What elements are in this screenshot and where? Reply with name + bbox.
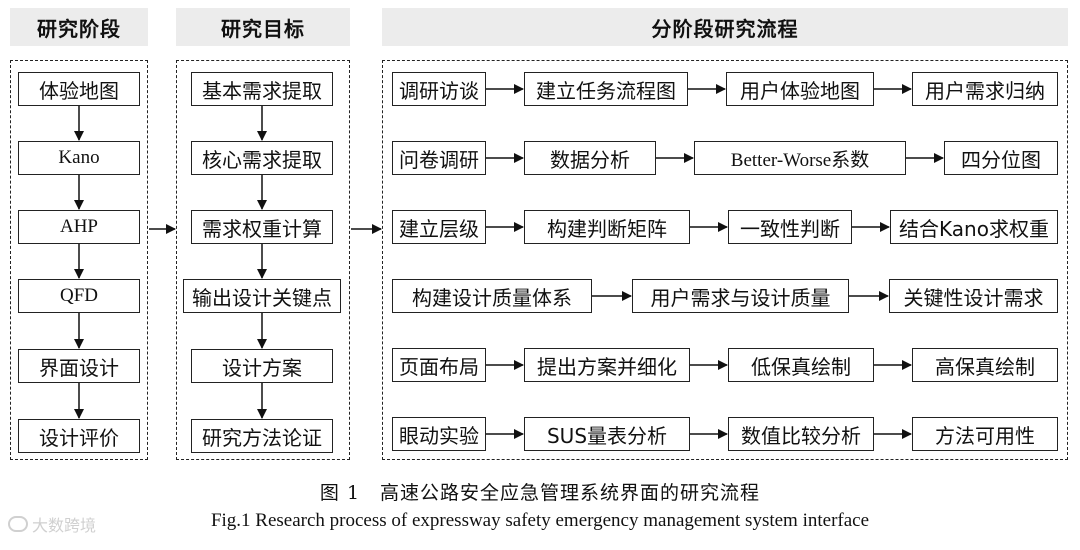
process-node-r1-c3: 用户体验地图 — [726, 72, 874, 106]
process-node-r2-c4: 四分位图 — [944, 141, 1058, 175]
group-process — [382, 60, 1068, 460]
header-stages: 研究阶段 — [10, 8, 148, 46]
process-node-r5-c2: 提出方案并细化 — [524, 348, 690, 382]
process-node-r5-c4: 高保真绘制 — [912, 348, 1058, 382]
process-node-r1-c1: 调研访谈 — [392, 72, 486, 106]
goal-node-weight-calc: 需求权重计算 — [191, 210, 333, 244]
goal-node-design-keypoints: 输出设计关键点 — [183, 279, 341, 313]
process-node-r3-c2: 构建判断矩阵 — [524, 210, 690, 244]
group-goals — [176, 60, 350, 460]
watermark-logo-icon — [8, 516, 28, 532]
stage-node-kano: Kano — [18, 141, 140, 175]
watermark-text: 大数跨境 — [32, 516, 97, 535]
process-node-r3-c4: 结合Kano求权重 — [890, 210, 1058, 244]
header-process: 分阶段研究流程 — [382, 8, 1068, 46]
goal-node-basic-needs: 基本需求提取 — [191, 72, 333, 106]
goal-node-method-validation: 研究方法论证 — [191, 419, 333, 453]
process-node-r6-c1: 眼动实验 — [392, 417, 486, 451]
stage-node-qfd: QFD — [18, 279, 140, 313]
process-node-r4-c2: 用户需求与设计质量 — [632, 279, 849, 313]
process-node-r4-c3: 关键性设计需求 — [889, 279, 1058, 313]
process-node-r2-c3: Better-Worse系数 — [694, 141, 906, 175]
process-node-r3-c1: 建立层级 — [392, 210, 486, 244]
process-node-r5-c1: 页面布局 — [392, 348, 486, 382]
figure-caption-en: Fig.1 Research process of expressway saf… — [210, 510, 870, 531]
stage-node-interface-design: 界面设计 — [18, 349, 140, 383]
process-node-r6-c2: SUS量表分析 — [524, 417, 690, 451]
watermark: 大数跨境 — [8, 512, 96, 536]
group-stages — [10, 60, 148, 460]
process-node-r6-c3: 数值比较分析 — [728, 417, 874, 451]
process-node-r1-c4: 用户需求归纳 — [912, 72, 1058, 106]
stage-node-journey-map: 体验地图 — [18, 72, 140, 106]
header-goals: 研究目标 — [176, 8, 350, 46]
goal-node-core-needs: 核心需求提取 — [191, 141, 333, 175]
process-node-r4-c1: 构建设计质量体系 — [392, 279, 592, 313]
figure-caption-cn: 图 1 高速公路安全应急管理系统界面的研究流程 — [319, 482, 761, 504]
stage-node-ahp: AHP — [18, 210, 140, 244]
process-node-r2-c2: 数据分析 — [524, 141, 656, 175]
goal-node-design-plan: 设计方案 — [191, 349, 333, 383]
stage-node-design-evaluation: 设计评价 — [18, 419, 140, 453]
process-node-r3-c3: 一致性判断 — [728, 210, 852, 244]
process-node-r1-c2: 建立任务流程图 — [524, 72, 688, 106]
process-node-r2-c1: 问卷调研 — [392, 141, 486, 175]
process-node-r6-c4: 方法可用性 — [912, 417, 1058, 451]
process-node-r5-c3: 低保真绘制 — [728, 348, 874, 382]
